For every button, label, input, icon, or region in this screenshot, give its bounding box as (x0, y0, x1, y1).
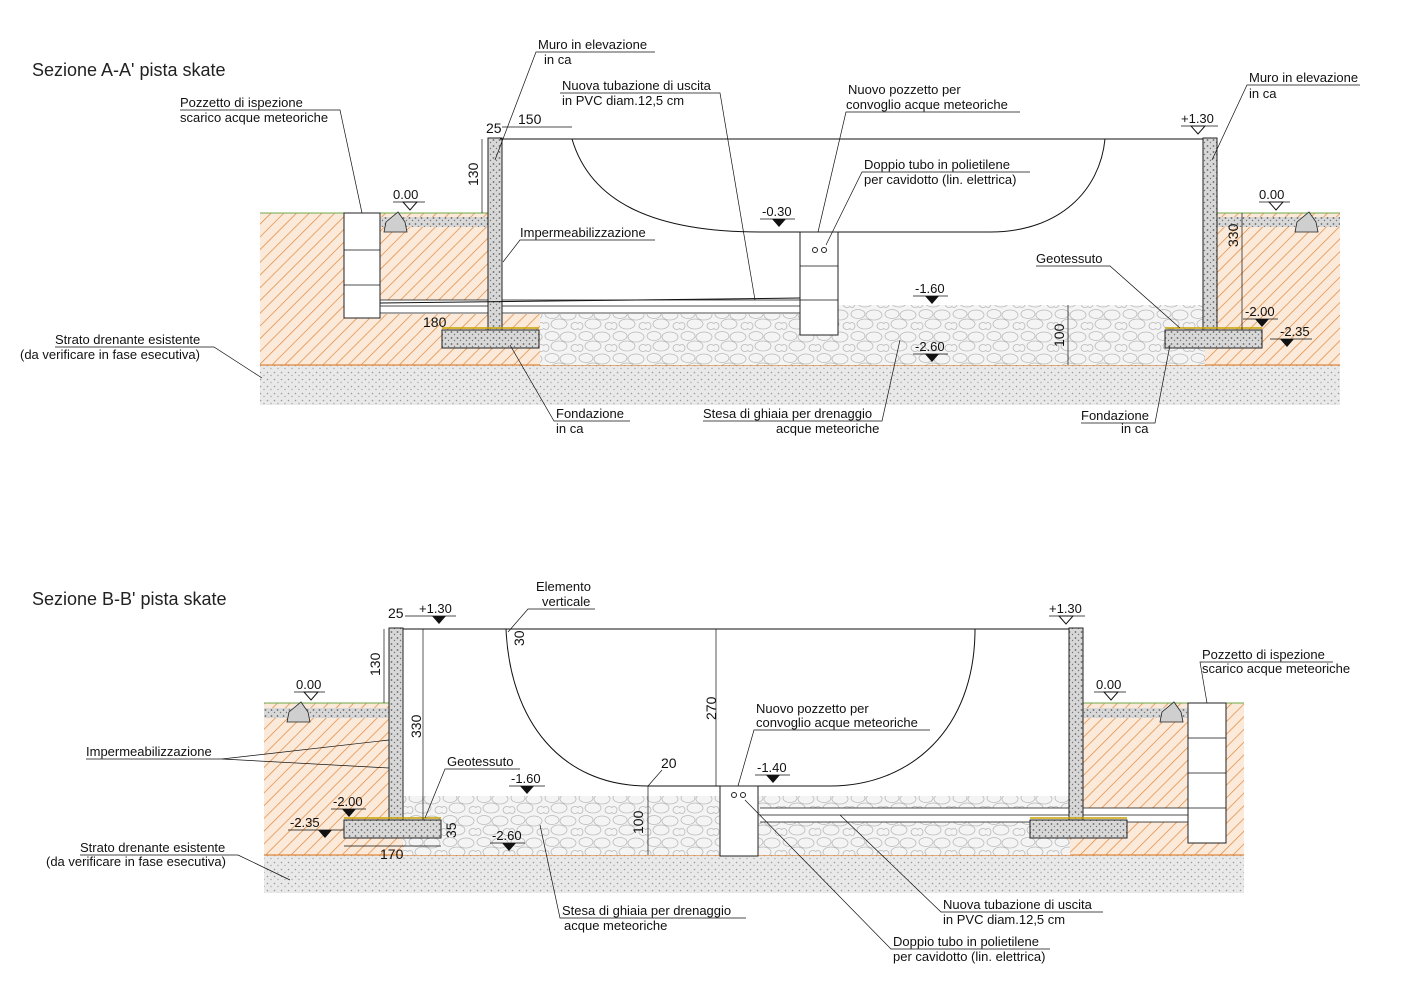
svg-text:0.00: 0.00 (1096, 677, 1121, 692)
dimensions-b: 25 30 130 330 270 20 100 35 170 (344, 605, 719, 862)
svg-text:100: 100 (1051, 323, 1067, 347)
inspection-manhole-a (343, 212, 381, 319)
new-sump-a (799, 231, 839, 336)
svg-text:130: 130 (367, 652, 383, 676)
svg-text:Nuovo pozzetto per: Nuovo pozzetto per (848, 82, 961, 97)
foundation-right-b (1029, 819, 1128, 839)
svg-text:per cavidotto (lin. elettrica): per cavidotto (lin. elettrica) (864, 172, 1016, 187)
svg-text:25: 25 (486, 120, 502, 136)
wall-left-a (487, 137, 503, 346)
svg-text:330: 330 (1225, 223, 1241, 247)
svg-text:scarico acque meteoriche: scarico acque meteoriche (180, 110, 328, 125)
svg-text:Nuova tubazione di uscita: Nuova tubazione di uscita (562, 78, 712, 93)
svg-text:150: 150 (518, 111, 542, 127)
svg-text:Doppio tubo in polietilene: Doppio tubo in polietilene (864, 157, 1010, 172)
svg-text:Muro in elevazione: Muro in elevazione (1249, 70, 1358, 85)
section-b: Sezione B-B' pista skate (32, 579, 1350, 964)
svg-text:Stesa di ghiaia per drenaggio: Stesa di ghiaia per drenaggio (703, 406, 872, 421)
svg-text:-0.30: -0.30 (762, 204, 792, 219)
svg-text:Strato drenante esistente: Strato drenante esistente (55, 332, 200, 347)
wall-right-b (1068, 627, 1084, 839)
svg-text:(da verificare in fase esecuti: (da verificare in fase esecutiva) (20, 347, 200, 362)
svg-text:Pozzetto di ispezione: Pozzetto di ispezione (180, 95, 303, 110)
svg-text:in ca: in ca (556, 421, 584, 436)
svg-text:+1.30: +1.30 (1049, 601, 1082, 616)
svg-text:-2.00: -2.00 (1245, 304, 1275, 319)
foundation-right-a (1164, 329, 1263, 349)
svg-text:-1.60: -1.60 (511, 771, 541, 786)
svg-text:Nuova tubazione di uscita: Nuova tubazione di uscita (943, 897, 1093, 912)
section-b-title: Sezione B-B' pista skate (32, 589, 227, 609)
svg-text:130: 130 (465, 162, 481, 186)
svg-text:convoglio acque meteoriche: convoglio acque meteoriche (756, 715, 918, 730)
svg-text:per cavidotto (lin. elettrica): per cavidotto (lin. elettrica) (893, 949, 1045, 964)
section-a-title: Sezione A-A' pista skate (32, 60, 226, 80)
svg-text:convoglio acque meteoriche: convoglio acque meteoriche (846, 97, 1008, 112)
svg-text:35: 35 (443, 822, 459, 838)
labels-a: Pozzetto di ispezione scarico acque mete… (20, 37, 1360, 436)
svg-text:270: 270 (703, 696, 719, 720)
levels-a: 0.00 0.00 +1.30 -0.30 -1.60 -2.60 -2.00 … (393, 111, 1312, 362)
svg-text:Elemento: Elemento (536, 579, 591, 594)
svg-text:-2.00: -2.00 (333, 794, 363, 809)
svg-text:acque meteoriche: acque meteoriche (776, 421, 879, 436)
svg-text:in ca: in ca (544, 52, 572, 67)
svg-text:in ca: in ca (1121, 421, 1149, 436)
dimensions-a: 25 150 130 180 330 100 (423, 111, 1243, 365)
svg-text:-2.35: -2.35 (1280, 324, 1310, 339)
svg-text:in PVC diam.12,5 cm: in PVC diam.12,5 cm (562, 93, 684, 108)
labels-b: Elemento verticale Pozzetto di ispezione… (46, 579, 1350, 964)
svg-text:Fondazione: Fondazione (556, 406, 624, 421)
gravel-bed (540, 305, 1205, 365)
svg-text:Geotessuto: Geotessuto (447, 754, 514, 769)
svg-text:180: 180 (423, 314, 447, 330)
foundation-left-b (343, 819, 442, 839)
svg-text:in ca: in ca (1249, 86, 1277, 101)
bowl-profile-a (571, 138, 1106, 233)
svg-text:Fondazione: Fondazione (1081, 408, 1149, 423)
svg-text:Doppio tubo in polietilene: Doppio tubo in polietilene (893, 934, 1039, 949)
svg-text:verticale: verticale (542, 594, 590, 609)
section-a: Sezione A-A' pista skate (20, 37, 1360, 436)
svg-text:0.00: 0.00 (393, 187, 418, 202)
svg-text:+1.30: +1.30 (419, 601, 452, 616)
wall-left-b (388, 627, 404, 839)
svg-text:-1.60: -1.60 (915, 281, 945, 296)
svg-text:Pozzetto di ispezione: Pozzetto di ispezione (1202, 647, 1325, 662)
svg-text:0.00: 0.00 (296, 677, 321, 692)
svg-text:Stesa di ghiaia per drenaggio: Stesa di ghiaia per drenaggio (562, 903, 731, 918)
inspection-manhole-b (1187, 702, 1227, 844)
svg-text:(da verificare in fase esecuti: (da verificare in fase esecutiva) (46, 854, 226, 869)
new-sump-b (719, 785, 759, 857)
svg-text:Muro in elevazione: Muro in elevazione (538, 37, 647, 52)
svg-text:330: 330 (408, 714, 424, 738)
svg-text:+1.30: +1.30 (1181, 111, 1214, 126)
svg-text:in PVC diam.12,5 cm: in PVC diam.12,5 cm (943, 912, 1065, 927)
svg-text:25: 25 (388, 605, 404, 621)
svg-text:100: 100 (630, 810, 646, 834)
wall-right-a (1202, 137, 1218, 346)
svg-text:Impermeabilizzazione: Impermeabilizzazione (86, 744, 212, 759)
svg-text:Geotessuto: Geotessuto (1036, 251, 1103, 266)
svg-text:20: 20 (661, 755, 677, 771)
svg-text:-2.60: -2.60 (915, 339, 945, 354)
svg-text:-1.40: -1.40 (757, 760, 787, 775)
svg-text:acque meteoriche: acque meteoriche (564, 918, 667, 933)
svg-text:30: 30 (511, 630, 527, 646)
drainage-layer-b (264, 855, 1244, 893)
svg-text:Nuovo pozzetto per: Nuovo pozzetto per (756, 701, 869, 716)
svg-text:-2.60: -2.60 (492, 828, 522, 843)
svg-text:Impermeabilizzazione: Impermeabilizzazione (520, 225, 646, 240)
svg-text:-2.35: -2.35 (290, 815, 320, 830)
foundation-left-a (441, 329, 540, 349)
drainage-layer (260, 365, 1340, 405)
svg-text:scarico acque meteoriche: scarico acque meteoriche (1202, 661, 1350, 676)
svg-text:170: 170 (380, 846, 404, 862)
levels-b: +1.30 +1.30 0.00 0.00 -1.60 -1.40 -2.00 … (288, 601, 1126, 851)
svg-text:0.00: 0.00 (1259, 187, 1284, 202)
svg-text:Strato drenante esistente: Strato drenante esistente (80, 840, 225, 855)
